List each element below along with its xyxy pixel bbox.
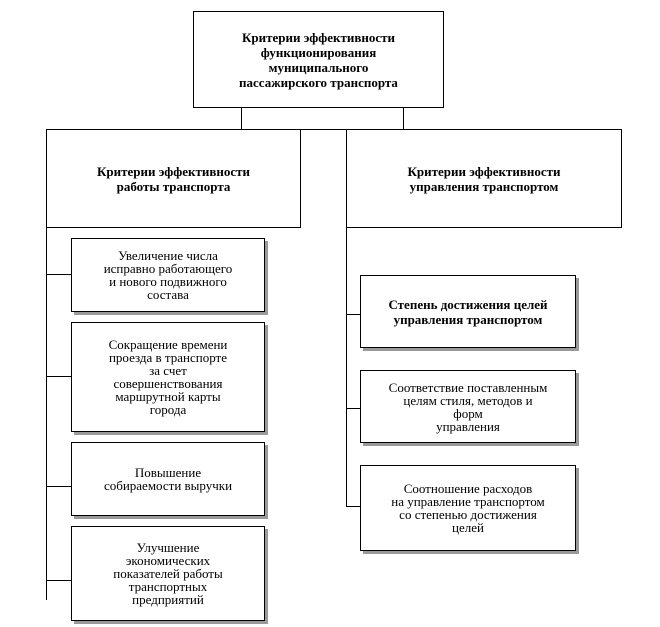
right-item-text: Степень достижения целей: [388, 296, 548, 312]
root-box: Критерии эффективности функционирования …: [193, 11, 444, 108]
right-item-text: форм: [453, 405, 483, 421]
left-item-text: собираемости выручки: [103, 478, 233, 493]
root-title-line-4: пассажирского транспорта: [239, 74, 398, 90]
right-header-box: Критерии эффективности управления трансп…: [346, 129, 622, 228]
right-spine: [346, 228, 347, 506]
right-arrow-2: [346, 408, 360, 409]
right-item-goals: Степень достижения целей управления тран…: [360, 275, 576, 348]
left-item-text: предприятий: [132, 592, 204, 607]
left-item-text: показателей работы: [113, 566, 223, 581]
right-header-line-1: Критерии эффективности: [407, 163, 561, 179]
left-item-text: за счет: [149, 363, 187, 378]
right-item-text: целям стиля, методов и: [403, 392, 533, 408]
left-arrow-1: [46, 274, 71, 275]
left-item-text: Увеличение числа: [118, 248, 218, 263]
left-item-text: исправно работающего: [103, 261, 233, 276]
left-item-text: города: [149, 402, 187, 417]
root-connector: [241, 108, 242, 130]
right-arrow-3: [346, 506, 360, 507]
right-branch: [403, 108, 404, 130]
left-arrow-3: [46, 486, 71, 487]
right-item-text: Соотношение расходов: [403, 481, 533, 496]
left-header-line-1: Критерии эффективности: [96, 163, 251, 179]
left-header-box: Критерии эффективности работы транспорта: [46, 129, 301, 228]
right-item-text: управления: [436, 418, 500, 434]
left-arrow-4: [46, 580, 71, 581]
root-title-line-1: Критерии эффективности: [241, 29, 396, 45]
right-item-text: целей: [452, 520, 484, 535]
right-header-line-2: управления транспортом: [409, 178, 559, 194]
root-title-line-3: муниципального: [268, 59, 369, 75]
right-item-text: со степенью достижения: [399, 507, 537, 522]
right-item-text: Соответствие поставленным: [388, 379, 548, 395]
right-item-text: управления транспортом: [393, 311, 543, 327]
left-item-text: Повышение: [134, 465, 202, 480]
left-item-text: Улучшение: [136, 540, 200, 555]
left-header-line-2: работы транспорта: [116, 178, 231, 194]
left-arrow-2: [46, 376, 71, 377]
right-item-text: на управление транспортом: [391, 494, 545, 509]
left-item-economics: Улучшение экономических показателей рабо…: [71, 526, 265, 621]
left-item-vehicles: Увеличение числа исправно работающего и …: [71, 238, 265, 312]
right-arrow-1: [346, 314, 360, 315]
left-item-text: и нового подвижного: [109, 274, 227, 289]
left-item-text: проезда в транспорте: [108, 350, 228, 365]
left-item-text: маршрутной карты: [115, 389, 221, 404]
right-item-costs: Соотношение расходов на управление транс…: [360, 465, 576, 551]
left-item-text: совершенствования: [113, 376, 223, 391]
left-item-text: экономических: [125, 553, 211, 568]
root-title-line-2: функционирования: [260, 44, 377, 60]
left-item-text: транспортных: [128, 579, 208, 594]
left-item-travel-time: Сокращение времени проезда в транспорте …: [71, 322, 265, 432]
right-item-style: Соответствие поставленным целям стиля, м…: [360, 370, 576, 443]
left-item-text: состава: [147, 287, 189, 302]
left-spine: [46, 228, 47, 600]
left-item-revenue: Повышение собираемости выручки: [71, 442, 265, 516]
left-item-text: Сокращение времени: [108, 337, 228, 352]
